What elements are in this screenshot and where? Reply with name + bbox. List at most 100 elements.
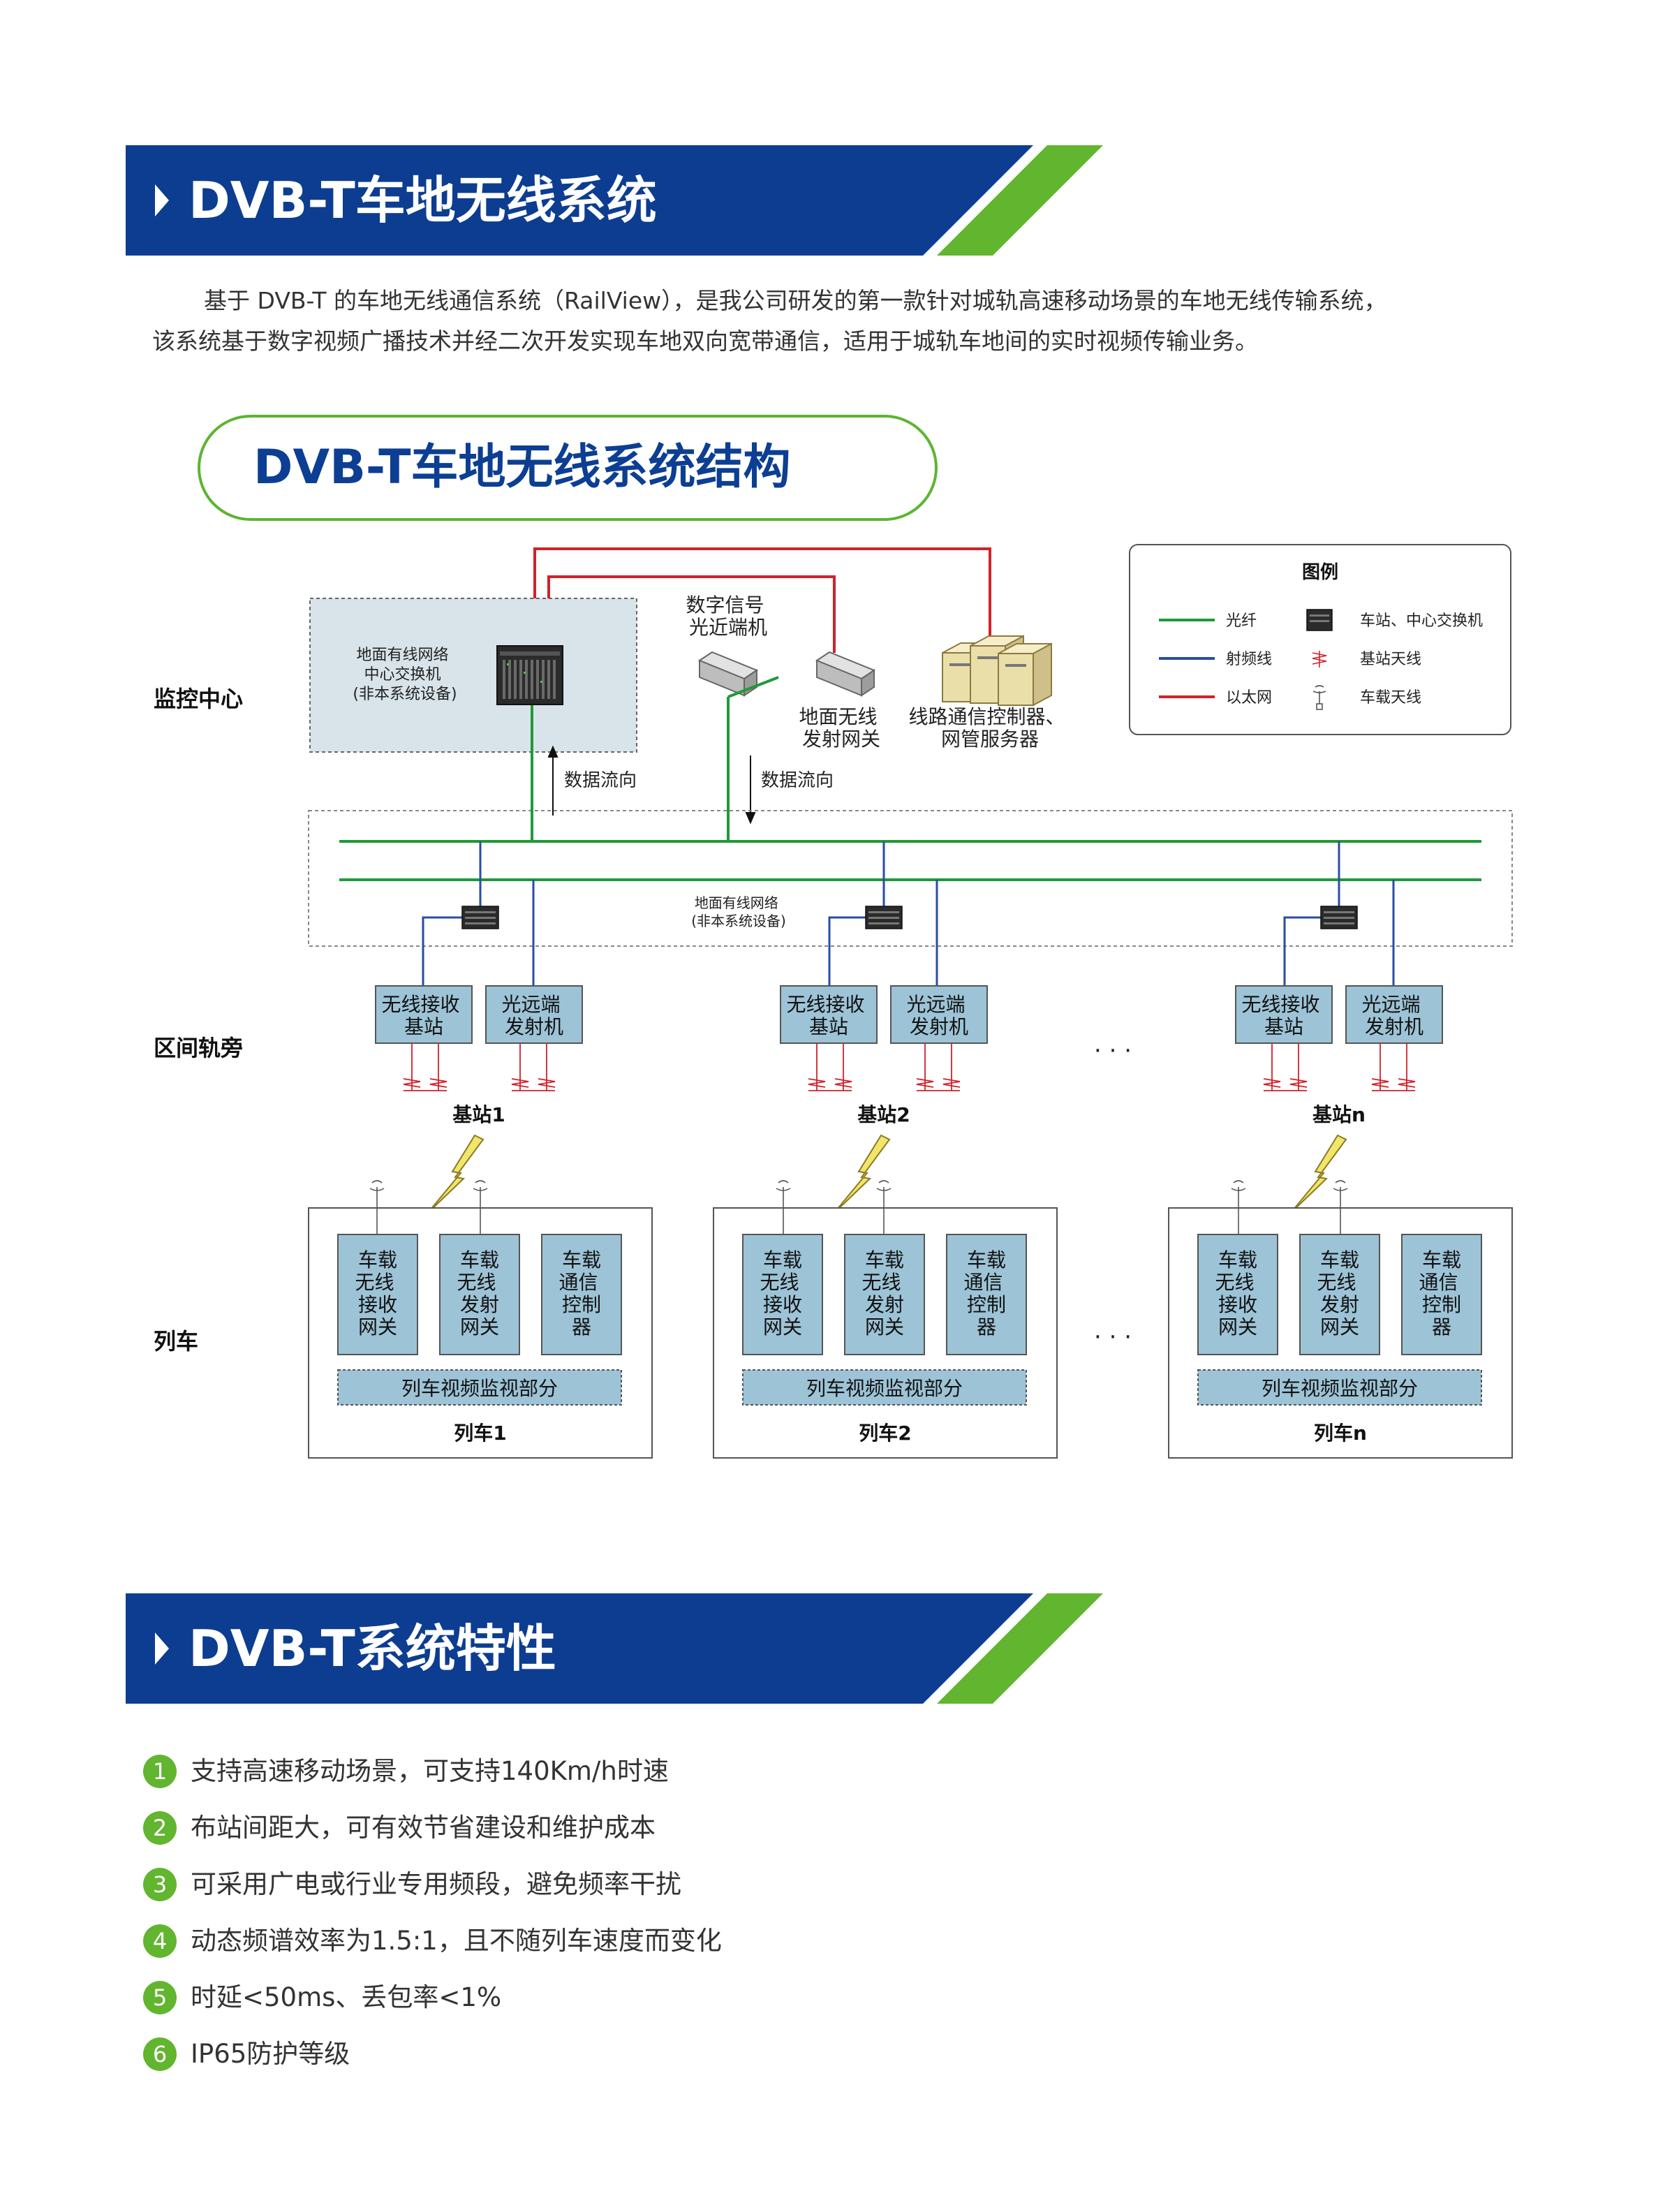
legend-switch: 车站、中心交换机 (1360, 612, 1483, 630)
train-1: 车载无线 接收网关 车载无线 发射网关 车载通信 控制器 列车视频监视部分 列车… (308, 1180, 653, 1459)
intro-line-2: 该系统基于数字视频广播技术并经二次开发实现车地双向宽带通信，适用于城轨车地间的实… (152, 327, 1258, 355)
vehicle-antenna-icon (473, 1180, 488, 1236)
train-name: 列车2 (859, 1422, 911, 1445)
vehicle-antenna-icons (1231, 1180, 1348, 1236)
ellipsis-trains: · · · (1094, 1323, 1132, 1351)
vehicle-antenna-icons (776, 1180, 892, 1236)
feature-text: 动态频谱效率为1.5:1，且不随列车速度而变化 (191, 1926, 722, 1956)
structure-title: DVB-T车地无线系统结构 (253, 440, 791, 495)
center-switch-area (309, 598, 637, 753)
feature-number-badge: 6 (143, 2037, 177, 2071)
legend-station-antenna: 基站天线 (1360, 651, 1421, 668)
ellipsis-stations: · · · (1094, 1037, 1132, 1065)
legend-vehicle-antenna-icon (1312, 685, 1326, 710)
vehicle-antenna-icon (369, 1180, 385, 1236)
station-1: 无线接收 基站 光远端 发射机 基站1 (375, 985, 583, 1126)
legend-box (1129, 544, 1511, 735)
station-antenna-icon (1371, 1043, 1389, 1091)
ground-network-area (308, 810, 1513, 947)
rx-gateway-label: 车载无线 接收网关 (355, 1248, 401, 1339)
tx-gateway-label: 车载无线 发射网关 (1317, 1248, 1363, 1339)
row-label-monitor: 监控中心 (154, 686, 243, 712)
ground-tx-gateway-icon (815, 651, 876, 697)
feature-text: 支持高速移动场景，可支持140Km/h时速 (191, 1756, 669, 1786)
lightning-icon (1289, 1134, 1347, 1214)
legend-station-antenna-icon (1312, 651, 1327, 668)
row-label-train: 列车 (154, 1328, 198, 1355)
center-switch-label: 地面有线网络 中心交换机 (非本系统设备) (353, 647, 457, 703)
banner-background (126, 1593, 1103, 1704)
station-antenna-icon (538, 1043, 556, 1091)
data-flow-label-down: 数据流向 (761, 770, 834, 791)
station-name: 基站1 (452, 1103, 505, 1126)
data-flow-arrows (547, 745, 756, 825)
vehicle-antenna-icons (369, 1180, 488, 1236)
station-2: 无线接收 基站 光远端 发射机 基站2 (780, 985, 988, 1126)
station-antenna-icon (1398, 1043, 1416, 1091)
optical-remote-tx-box (1345, 985, 1443, 1044)
rx-base-station-box (780, 985, 878, 1044)
rx-base-station-box (375, 985, 473, 1044)
feature-text: 可采用广电或行业专用频段，避免频率干扰 (191, 1869, 681, 1899)
station-antenna-icon (834, 1043, 852, 1091)
rf-lines (422, 841, 1395, 986)
station-antenna-icon (1263, 1043, 1281, 1091)
station-antenna-icons (403, 1043, 1416, 1091)
section-banner-2: DVB-T系统特性 (126, 1593, 1117, 1704)
section-title: DVB-T车地无线系统 (188, 171, 657, 230)
feature-text: 布站间距大，可有效节省建设和维护成本 (191, 1813, 656, 1843)
station-switch-icon (1320, 906, 1358, 929)
legend-ethernet: 以太网 (1226, 689, 1272, 707)
legend-switch-icon (1306, 609, 1333, 631)
rx-base-station-label: 无线接收 基站 (1242, 993, 1326, 1038)
optical-remote-tx-label: 光远端 发射机 (502, 993, 567, 1038)
video-monitor-label: 列车视频监视部分 (1262, 1377, 1418, 1400)
station-n: 无线接收 基站 光远端 发射机 基站n (1235, 985, 1443, 1126)
play-arrow-icon (155, 1632, 169, 1665)
legend-fiber: 光纤 (1226, 612, 1257, 630)
train-n: 车载无线 接收网关 车载无线 发射网关 车载通信 控制器 列车视频监视部分 列车… (1168, 1180, 1513, 1459)
comm-controller-label: 车载通信 控制器 (1419, 1248, 1465, 1339)
play-arrow-icon (155, 184, 169, 216)
train-2: 车载无线 接收网关 车载无线 发射网关 车载通信 控制器 列车视频监视部分 列车… (713, 1180, 1058, 1459)
comm-controller-label: 车载通信 控制器 (559, 1248, 605, 1339)
station-antenna-icon (403, 1043, 421, 1091)
feature-number-badge: 1 (143, 1755, 177, 1788)
feature-number-badge: 5 (143, 1981, 177, 2014)
station-antenna-icon (429, 1043, 448, 1091)
feature-number-badge: 4 (143, 1924, 177, 1958)
comm-controller-label: 车载通信 控制器 (964, 1248, 1009, 1339)
vehicle-antenna-icon (1231, 1180, 1246, 1236)
tx-gateway-label: 车载无线 发射网关 (862, 1248, 908, 1339)
optical-near-label: 数字信号 光近端机 (686, 593, 771, 639)
optical-remote-tx-label: 光远端 发射机 (907, 993, 972, 1038)
banner-background (126, 145, 1103, 256)
rx-base-station-box (1235, 985, 1333, 1044)
wireless-bolt-icons (427, 1134, 1347, 1214)
rx-gateway-label: 车载无线 接收网关 (760, 1248, 806, 1339)
feature-text: IP65防护等级 (191, 2039, 350, 2069)
legend-vehicle-antenna: 车载天线 (1360, 689, 1421, 707)
ground-tx-gateway-label: 地面无线 发射网关 (799, 705, 884, 751)
optical-remote-tx-label: 光远端 发射机 (1362, 993, 1427, 1038)
video-monitor-label: 列车视频监视部分 (806, 1377, 963, 1400)
data-flow-label-up: 数据流向 (564, 770, 637, 791)
rx-base-station-label: 无线接收 基站 (382, 993, 466, 1038)
fiber-lines (339, 676, 1481, 881)
station-antenna-icon (942, 1043, 961, 1091)
vehicle-antenna-icon (776, 1180, 791, 1236)
station-antenna-icon (511, 1043, 529, 1091)
train-name: 列车1 (454, 1422, 506, 1445)
tx-gateway-label: 车载无线 发射网关 (457, 1248, 503, 1339)
station-switch-icon (865, 906, 903, 929)
station-name: 基站2 (857, 1103, 910, 1126)
optical-remote-tx-box (485, 985, 583, 1044)
feature-number-badge: 3 (143, 1868, 177, 1901)
feature-text: 时延<50ms、丢包率<1% (191, 1982, 502, 2012)
optical-remote-tx-box (890, 985, 988, 1044)
vehicle-antenna-icon (1333, 1180, 1348, 1236)
rx-gateway-label: 车载无线 接收网关 (1215, 1248, 1261, 1339)
legend-title: 图例 (1302, 562, 1338, 583)
station-switch-icon (461, 906, 499, 929)
section-title: DVB-T系统特性 (188, 1619, 556, 1678)
